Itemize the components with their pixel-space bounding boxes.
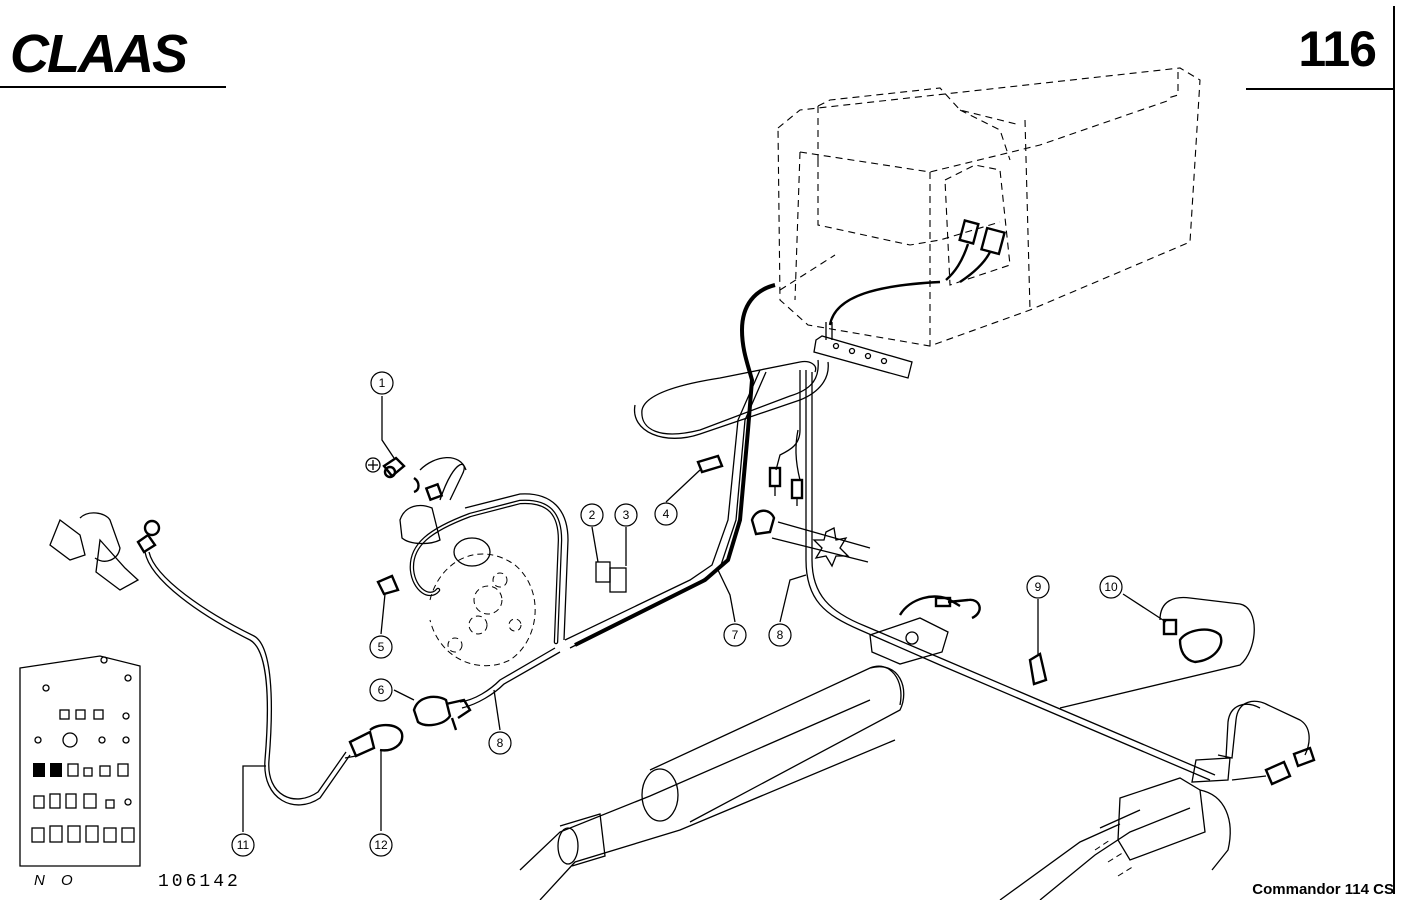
svg-text:12: 12 bbox=[374, 838, 388, 852]
claas-logo: CLAAS bbox=[10, 24, 190, 82]
terminal-strip bbox=[813, 322, 913, 379]
svg-text:11: 11 bbox=[237, 838, 250, 852]
callout-11: 11 bbox=[231, 833, 255, 857]
svg-text:2: 2 bbox=[589, 508, 596, 522]
callout-8-left: 8 bbox=[488, 731, 512, 755]
callout-6: 6 bbox=[369, 678, 393, 702]
page-number: 116 bbox=[1298, 21, 1377, 77]
switch-cluster bbox=[869, 595, 981, 665]
svg-text:5: 5 bbox=[378, 640, 385, 654]
svg-text:6: 6 bbox=[378, 683, 385, 697]
leader-lines bbox=[242, 396, 1167, 832]
callout-1: 1 bbox=[370, 371, 394, 395]
svg-text:3: 3 bbox=[623, 508, 630, 522]
plug-12 bbox=[344, 723, 404, 759]
svg-text:7: 7 bbox=[732, 628, 739, 642]
callout-10: 10 bbox=[1099, 575, 1123, 599]
battery-harness bbox=[49, 512, 351, 806]
generator-loop bbox=[409, 457, 569, 645]
drive-shaft bbox=[771, 521, 871, 568]
right-connector bbox=[1191, 700, 1316, 786]
callout-2: 2 bbox=[580, 503, 604, 527]
callout-3: 3 bbox=[614, 503, 638, 527]
callout-4: 4 bbox=[654, 502, 678, 526]
alternator bbox=[399, 504, 536, 667]
cab-connectors bbox=[945, 219, 1007, 283]
main-harness bbox=[564, 280, 1216, 781]
control-panel-sketch bbox=[19, 655, 141, 867]
svg-text:8: 8 bbox=[777, 628, 784, 642]
header-rule-left bbox=[0, 86, 226, 88]
svg-text:4: 4 bbox=[663, 507, 670, 521]
reference-prefix: N O bbox=[34, 872, 79, 889]
small-parts bbox=[376, 454, 1048, 686]
model-name: Commandor 114 CS bbox=[1252, 881, 1394, 898]
callout-12: 12 bbox=[369, 833, 393, 857]
plug-connectors bbox=[768, 466, 804, 506]
callout-8-right: 8 bbox=[768, 623, 792, 647]
plus-terminal-icon bbox=[365, 457, 381, 473]
header-rule-right bbox=[1246, 88, 1394, 90]
reference-number: 106142 bbox=[158, 872, 241, 892]
socket-6 bbox=[412, 647, 561, 731]
svg-text:1: 1 bbox=[379, 376, 386, 390]
frame-right-edge bbox=[1393, 6, 1395, 894]
callout-7: 7 bbox=[723, 623, 747, 647]
callout-5: 5 bbox=[369, 635, 393, 659]
connector-10-area bbox=[1059, 596, 1255, 709]
lower-tubes bbox=[519, 665, 1231, 900]
brand-text: CLAAS bbox=[10, 24, 188, 82]
svg-text:8: 8 bbox=[497, 736, 504, 750]
svg-text:9: 9 bbox=[1035, 580, 1042, 594]
callout-9: 9 bbox=[1026, 575, 1050, 599]
svg-text:10: 10 bbox=[1104, 580, 1118, 594]
